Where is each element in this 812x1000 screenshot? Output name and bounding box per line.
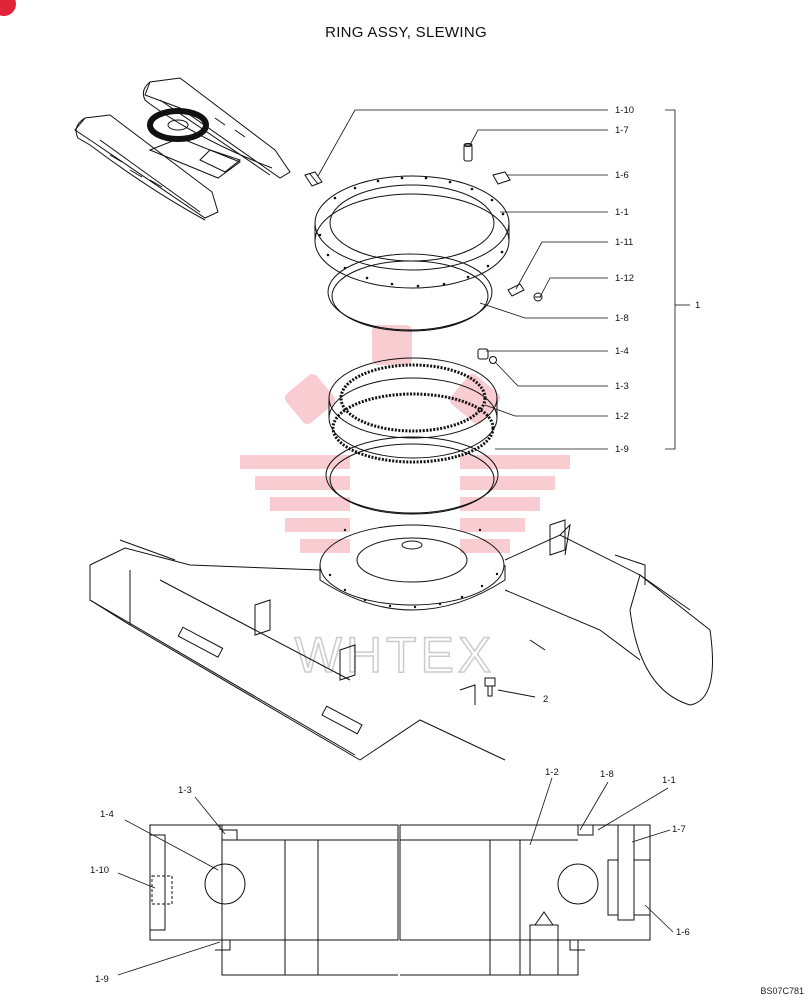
upper-seal-part — [327, 253, 493, 332]
callout-bolt: 2 — [543, 694, 548, 705]
watermark-logo — [240, 325, 570, 553]
grease-nipple-part — [304, 171, 323, 187]
callout-1-8: 1-8 — [615, 313, 629, 324]
callout-1-6: 1-6 — [615, 170, 629, 181]
excavator-thumbnail — [74, 77, 291, 221]
exploded-parts — [304, 143, 543, 515]
section-callout-1-10: 1-10 — [90, 865, 109, 876]
callout-1-10: 1-10 — [615, 105, 634, 116]
outer-ring-part — [314, 175, 510, 289]
section-leader-lines — [117, 777, 674, 976]
corner-badge — [0, 0, 16, 16]
plug-part — [492, 171, 511, 185]
section-callout-1-4: 1-4 — [100, 809, 114, 820]
section-callout-1-8: 1-8 — [600, 769, 614, 780]
section-callout-1-2: 1-2 — [545, 767, 559, 778]
callout-1-1: 1-1 — [615, 207, 629, 218]
callout-1-9: 1-9 — [615, 444, 629, 455]
drawing-code: BS07C781 — [760, 986, 804, 996]
cross-section — [149, 824, 651, 976]
ball-part — [477, 348, 497, 364]
section-callout-1-3: 1-3 — [178, 785, 192, 796]
leader-lines — [317, 109, 690, 450]
section-callout-1-7: 1-7 — [672, 824, 686, 835]
bolt-small-part — [533, 292, 543, 302]
inner-ring-gear-part — [328, 357, 498, 464]
callout-labels: 1-10 1-7 1-6 1-1 1-11 1-12 1-8 1-4 1-3 1… — [543, 105, 700, 705]
callout-1-2: 1-2 — [615, 411, 629, 422]
callout-1-4: 1-4 — [615, 346, 629, 357]
callout-1-11: 1-11 — [615, 237, 633, 248]
watermark-text: WHTEX — [295, 627, 496, 683]
callout-1-7: 1-7 — [615, 125, 629, 136]
stopper-part — [507, 283, 525, 297]
callout-1-12: 1-12 — [615, 273, 634, 284]
section-callout-1-9: 1-9 — [95, 974, 109, 985]
section-labels: 1-3 1-4 1-10 1-9 1-2 1-8 1-1 1-7 1-6 — [90, 767, 690, 985]
callout-1-3: 1-3 — [615, 381, 629, 392]
section-callout-1-1: 1-1 — [662, 775, 676, 786]
pin-part — [463, 143, 473, 162]
section-callout-1-6: 1-6 — [676, 927, 690, 938]
lower-frame — [89, 519, 713, 761]
page-title: RING ASSY, SLEWING — [325, 24, 487, 41]
lower-seal-part — [325, 436, 499, 515]
mounting-bolt-part — [484, 677, 536, 698]
callout-assembly: 1 — [695, 300, 700, 311]
